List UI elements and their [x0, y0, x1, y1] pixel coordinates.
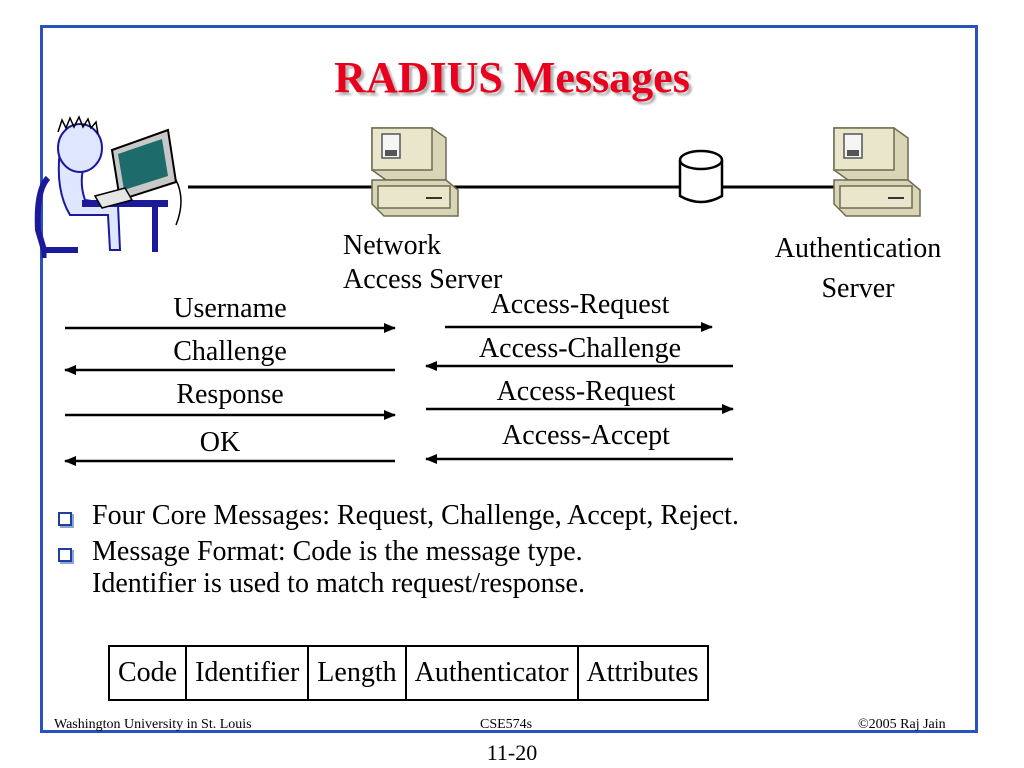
msg-access-request-1: Access-Request	[490, 289, 670, 320]
auth-label-line2: Server	[821, 273, 895, 304]
msg-access-accept: Access-Accept	[502, 420, 670, 451]
bullet-item: Message Format: Code is the message type…	[58, 536, 739, 600]
msg-response: Response	[176, 379, 284, 410]
msg-challenge: Challenge	[173, 336, 287, 367]
database-icon	[678, 149, 724, 204]
bullet-text: Message Format: Code is the message type…	[92, 536, 583, 567]
nas-label-line2: Access Server	[343, 264, 503, 295]
bullet-text-continued: Identifier is used to match request/resp…	[92, 568, 585, 599]
table-row: Code Identifier Length Authenticator Att…	[107, 645, 709, 701]
footer-right: ©2005 Raj Jain	[858, 717, 946, 732]
field-length: Length	[307, 645, 407, 701]
server-computer-icon	[833, 127, 921, 217]
msg-access-request-2: Access-Request	[496, 376, 676, 407]
message-format-table: Code Identifier Length Authenticator Att…	[107, 645, 709, 701]
server-computer-icon	[371, 127, 459, 217]
msg-username: Username	[173, 293, 287, 324]
field-attributes: Attributes	[576, 645, 709, 701]
page-number: 11-20	[486, 740, 538, 765]
slide-frame	[40, 25, 978, 733]
field-identifier: Identifier	[185, 645, 310, 701]
bullet-item: Four Core Messages: Request, Challenge, …	[58, 500, 739, 532]
footer-left: Washington University in St. Louis	[54, 717, 252, 732]
field-code: Code	[107, 645, 188, 701]
square-bullet-icon	[58, 548, 72, 562]
msg-access-challenge: Access-Challenge	[478, 333, 682, 364]
slide-title: RADIUS Messages	[334, 53, 690, 102]
nas-label-line1: Network	[343, 230, 441, 261]
bullet-list: Four Core Messages: Request, Challenge, …	[58, 500, 739, 604]
footer-center: CSE574s	[480, 717, 533, 732]
bullet-text: Four Core Messages: Request, Challenge, …	[92, 500, 739, 531]
user-at-computer-icon	[34, 115, 182, 258]
auth-label-line1: Authentication	[774, 233, 942, 264]
auth-label: Authentication Server	[756, 229, 960, 309]
msg-ok: OK	[199, 427, 241, 458]
square-bullet-icon	[58, 512, 72, 526]
nas-label: Network Access Server	[343, 229, 502, 297]
field-authenticator: Authenticator	[404, 645, 579, 701]
network-diagram	[34, 115, 921, 466]
